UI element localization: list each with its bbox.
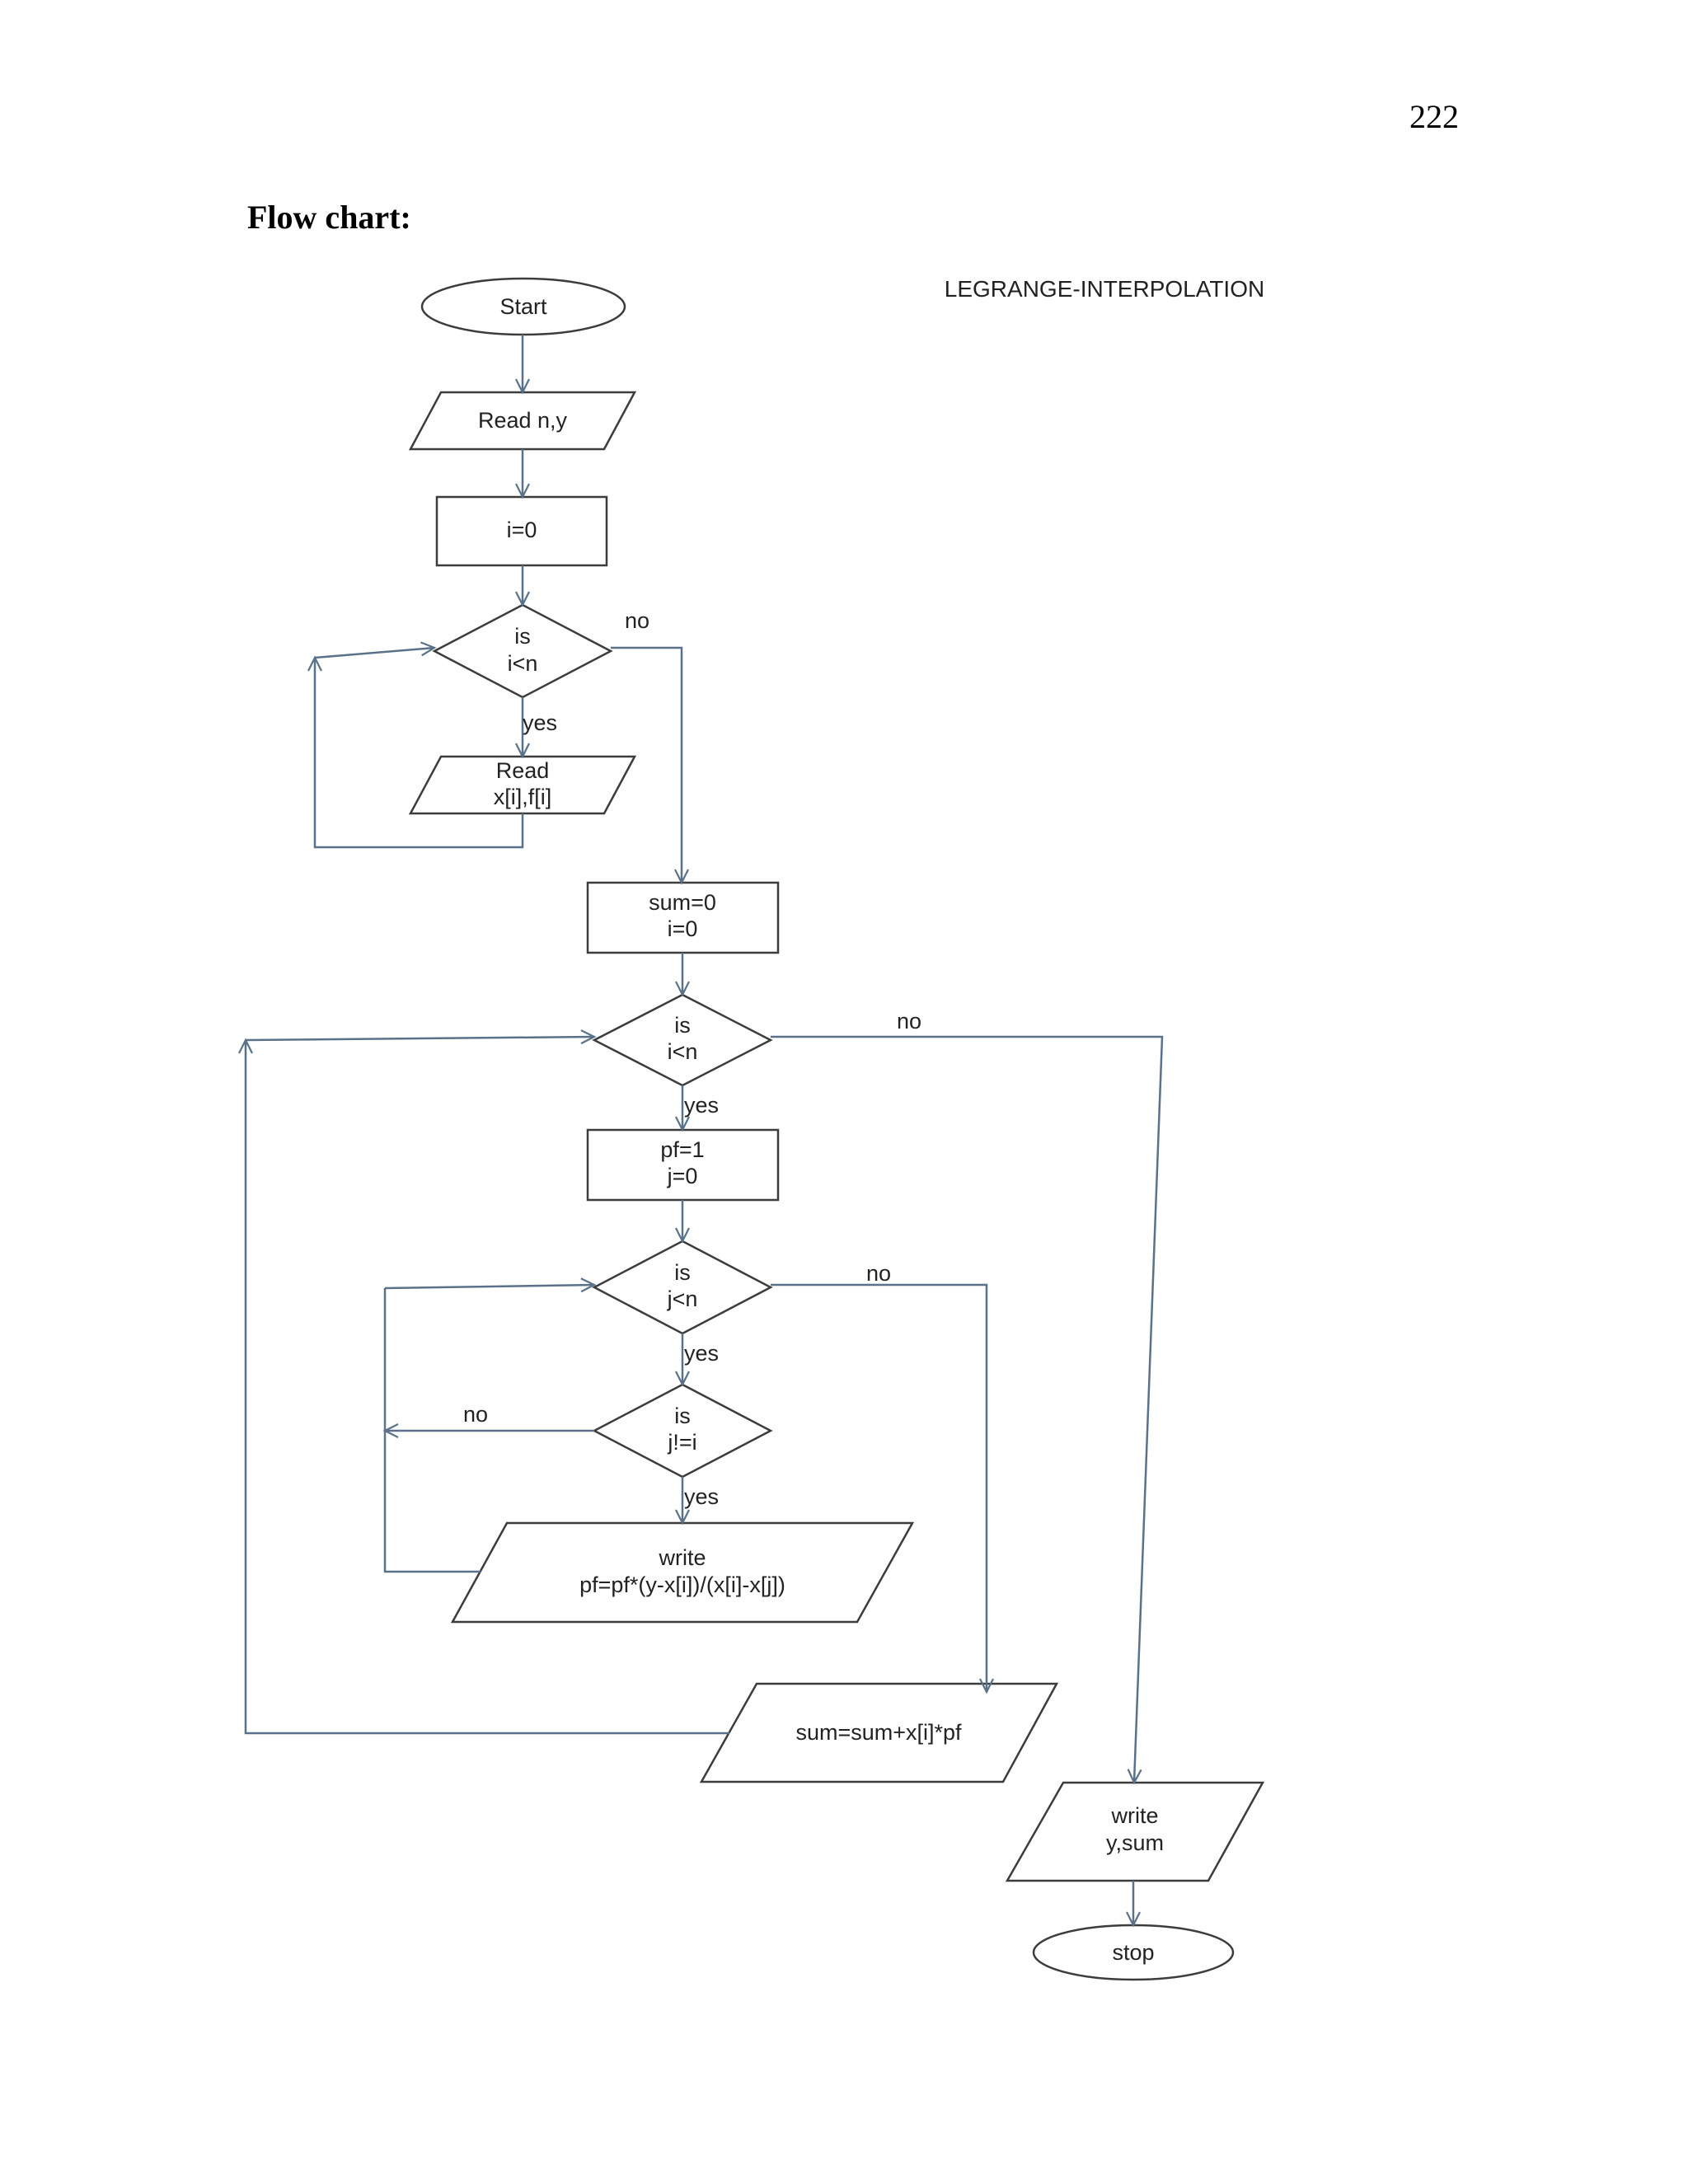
- edge-decision-3-no: [771, 1283, 994, 1694]
- write-y-sum-line1: write: [1110, 1803, 1158, 1828]
- edge-label-d4-no: no: [463, 1402, 488, 1427]
- decision-j-lt-n-line2: j<n: [667, 1286, 698, 1311]
- write-pf-line2: pf=pf*(y-x[i])/(x[i]-x[j]): [579, 1572, 785, 1597]
- page-number: 222: [1409, 98, 1459, 135]
- edge-label-d4-yes: yes: [684, 1484, 719, 1509]
- write-pf-io: [450, 1521, 915, 1624]
- read-x-f-line1: Read: [496, 758, 550, 783]
- edge-loop-to-decision-1: [314, 641, 437, 659]
- read-x-f-io: [408, 755, 637, 815]
- init-sum-line2: i=0: [668, 916, 698, 941]
- section-heading: Flow chart:: [247, 199, 411, 236]
- edge-loop-to-decision-2: [245, 1029, 597, 1045]
- edge-sum-update-loop: [238, 1038, 729, 1735]
- init-sum-line1: sum=0: [649, 890, 716, 915]
- edge-label-d3-yes: yes: [684, 1341, 719, 1366]
- decision-i-lt-n-2-line2: i<n: [668, 1039, 698, 1064]
- stop-label: stop: [1112, 1940, 1154, 1965]
- edge-decision-1-no: [611, 646, 689, 885]
- decision-i-lt-n-1-line2: i<n: [508, 651, 538, 676]
- init-pf-line1: pf=1: [660, 1137, 704, 1162]
- start-label: Start: [499, 294, 547, 319]
- edge-write-pf-loop: [383, 1288, 481, 1573]
- sum-update-label: sum=sum+x[i]*pf: [795, 1720, 962, 1745]
- diagram-title: LEGRANGE-INTERPOLATION: [945, 276, 1264, 302]
- init-pf-line2: j=0: [667, 1164, 698, 1188]
- sum-update-io: [699, 1682, 1059, 1783]
- decision-j-ne-i-line1: is: [674, 1404, 691, 1428]
- edge-label-d2-no: no: [897, 1009, 921, 1033]
- read-n-y-label: Read n,y: [478, 408, 568, 433]
- read-n-y-io: [408, 391, 637, 451]
- edge-loop-to-decision-3: [384, 1277, 597, 1293]
- init-i-label: i=0: [507, 518, 537, 542]
- write-y-sum-line2: y,sum: [1106, 1830, 1164, 1855]
- write-y-sum-io: [1005, 1781, 1265, 1882]
- edge-decision-2-no: [771, 1035, 1164, 1785]
- decision-i-lt-n-2-line1: is: [674, 1013, 691, 1038]
- edge-label-d1-no: no: [625, 608, 649, 633]
- decision-i-lt-n-1-line1: is: [514, 624, 531, 649]
- write-pf-line1: write: [658, 1545, 706, 1570]
- edge-label-d1-yes: yes: [523, 710, 557, 735]
- decision-j-ne-i-line2: j!=i: [667, 1430, 696, 1455]
- decision-j-lt-n-line1: is: [674, 1260, 691, 1285]
- read-x-f-line2: x[i],f[i]: [494, 785, 552, 809]
- edge-label-d3-no: no: [866, 1261, 891, 1286]
- edge-label-d2-yes: yes: [684, 1093, 719, 1118]
- edge-read-xf-loop: [307, 655, 524, 849]
